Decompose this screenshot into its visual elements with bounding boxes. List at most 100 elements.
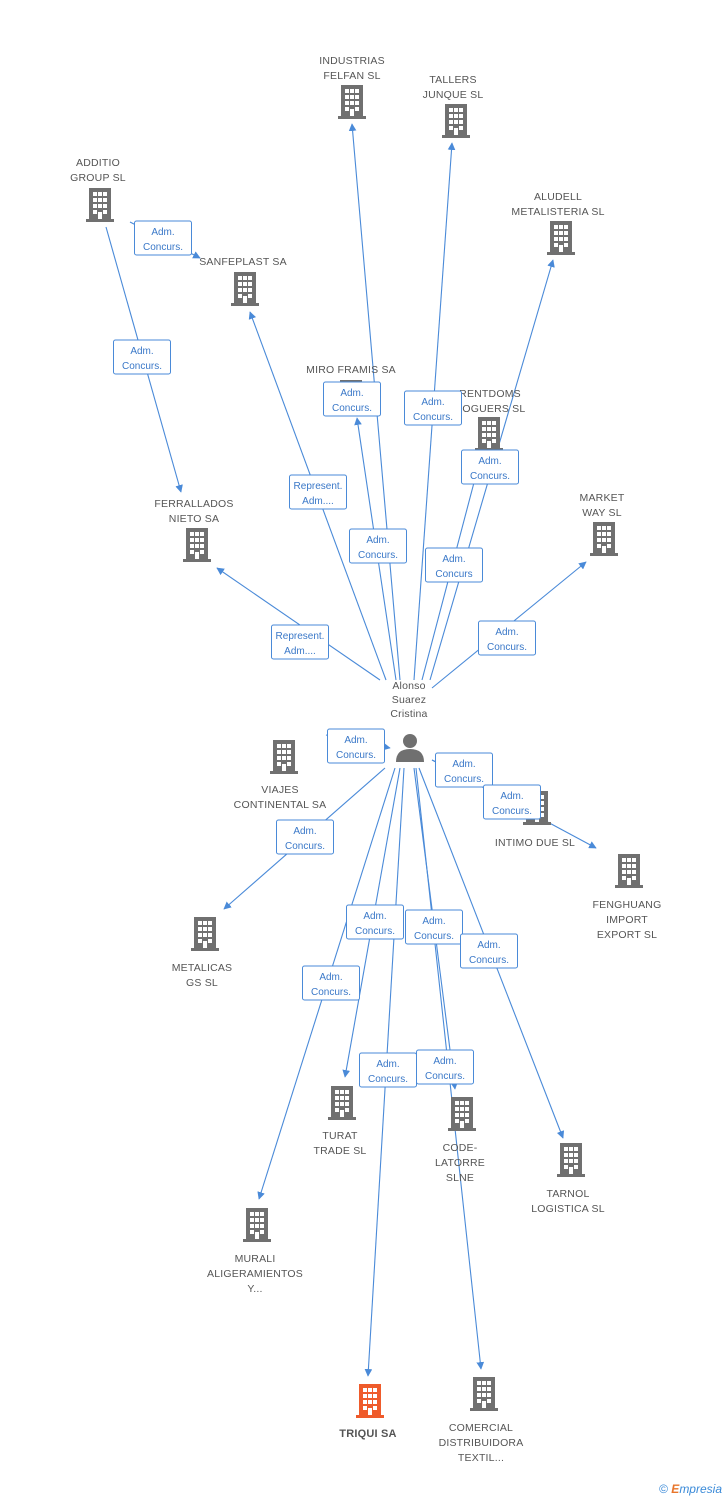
person-name[interactable]: Alonso — [392, 680, 425, 692]
edge-label-text[interactable]: Concurs. — [336, 750, 376, 761]
company-node-murali[interactable]: MURALIALIGERAMIENTOSY... — [207, 1208, 303, 1295]
edge-label-text[interactable]: Adm. — [433, 1056, 456, 1067]
edge-label-text[interactable]: Concurs. — [358, 550, 398, 561]
company-label[interactable]: DISTRIBUIDORA — [439, 1437, 524, 1449]
building-icon[interactable] — [338, 85, 366, 119]
edge-label-box[interactable] — [478, 620, 536, 656]
edge-label-text[interactable]: Concurs. — [425, 1071, 465, 1082]
building-icon[interactable] — [183, 528, 211, 562]
edge-label-text[interactable]: Concurs. — [469, 955, 509, 966]
edge-label-text[interactable]: Concurs. — [414, 931, 454, 942]
company-label[interactable]: MARKET — [580, 492, 625, 504]
edge-label-text[interactable]: Adm. — [452, 759, 475, 770]
company-label[interactable]: METALICAS — [172, 962, 233, 974]
building-icon[interactable] — [86, 188, 114, 222]
company-node-aludell[interactable]: ALUDELL METALISTERIA SL — [511, 191, 604, 255]
edge-label-text[interactable]: Adm.... — [284, 646, 316, 657]
edge-label-text[interactable]: Concurs. — [413, 412, 453, 423]
person-name[interactable]: Suarez — [392, 694, 426, 706]
building-icon[interactable] — [243, 1208, 271, 1242]
edge-label-8[interactable]: Represent. Adm.... — [271, 624, 329, 660]
edge-label-text[interactable]: Concurs. — [122, 361, 162, 372]
edge-label-2[interactable]: Adm.Concurs. — [404, 390, 462, 426]
company-node-rentdoms[interactable]: RENTDOMS NOGUERS SL — [455, 388, 526, 451]
building-icon[interactable] — [475, 417, 503, 451]
company-label[interactable]: GROUP SL — [70, 172, 126, 184]
edge-label-box[interactable] — [271, 624, 329, 660]
edge-label-14[interactable]: Adm. Concurs. — [346, 904, 404, 940]
edge-label-text[interactable]: Concurs. — [311, 987, 351, 998]
company-label[interactable]: TARNOL — [546, 1188, 589, 1200]
edge-label-text[interactable]: Adm. — [340, 388, 363, 399]
building-icon[interactable] — [270, 740, 298, 774]
company-label[interactable]: FELFAN SL — [323, 70, 380, 82]
company-label[interactable]: NOGUERS SL — [455, 403, 526, 415]
building-icon[interactable] — [448, 1097, 476, 1131]
edge-label-17[interactable]: Adm.Concurs. — [302, 965, 360, 1001]
company-label[interactable]: ALIGERAMIENTOS — [207, 1268, 303, 1280]
company-label[interactable]: METALISTERIA SL — [511, 206, 604, 218]
edge-label-text[interactable]: Adm. — [130, 346, 153, 357]
edge-label-text[interactable]: Concurs. — [143, 242, 183, 253]
edge-label-box[interactable] — [346, 904, 404, 940]
edge-label-box[interactable] — [134, 220, 192, 256]
company-label[interactable]: LOGISTICA SL — [531, 1203, 605, 1215]
edge-label-3[interactable]: Adm.Concurs. — [461, 449, 519, 485]
edge-label-text[interactable]: Adm. — [422, 916, 445, 927]
edge-label-text[interactable]: Adm. — [495, 627, 518, 638]
edge-label-text[interactable]: Concurs. — [332, 403, 372, 414]
company-label[interactable]: ALUDELL — [534, 191, 582, 203]
company-label[interactable]: RENTDOMS — [459, 388, 521, 400]
company-label[interactable]: JUNQUE SL — [423, 89, 484, 101]
edge-label-19[interactable]: Adm. Concurs. — [416, 1049, 474, 1085]
edge-label-text[interactable]: Concurs. — [470, 471, 510, 482]
company-label[interactable]: INDUSTRIAS — [319, 55, 385, 67]
edge-label-box[interactable] — [483, 784, 541, 820]
edge-label-12[interactable]: Adm.Concurs. — [483, 784, 541, 820]
edge-label-13[interactable]: Adm.Concurs. — [276, 819, 334, 855]
company-label[interactable]: INTIMO DUE SL — [495, 837, 575, 849]
edge-label-text[interactable]: Concurs. — [355, 926, 395, 937]
edge-label-4[interactable]: Adm.Concurs. — [349, 528, 407, 564]
edge-label-9[interactable]: Adm. Concurs. — [478, 620, 536, 656]
company-label[interactable]: MIRO FRAMIS SA — [306, 364, 396, 376]
company-node-tallers[interactable]: TALLERS JUNQUE SL — [423, 74, 484, 138]
edge-label-box[interactable] — [276, 819, 334, 855]
edge-label-box[interactable] — [289, 474, 347, 510]
edge-label-text[interactable]: Concurs. — [368, 1074, 408, 1085]
edge-label-1[interactable]: Adm. Concurs. — [323, 381, 381, 417]
edge-label-text[interactable]: Concurs. — [444, 774, 484, 785]
company-label[interactable]: GS SL — [186, 977, 218, 989]
edge-label-box[interactable] — [349, 528, 407, 564]
company-label[interactable]: MURALI — [235, 1253, 276, 1265]
edge-label-text[interactable]: Represent. — [276, 631, 325, 642]
edge-label-text[interactable]: Adm. — [477, 940, 500, 951]
edge-label-10[interactable]: Adm.Concurs. — [327, 728, 385, 764]
edge-label-text[interactable]: Concurs. — [285, 841, 325, 852]
edge-label-text[interactable]: Represent. — [294, 481, 343, 492]
company-label[interactable]: TALLERS — [429, 74, 476, 86]
edge-label-text[interactable]: Concurs. — [487, 642, 527, 653]
person-icon[interactable] — [396, 734, 424, 762]
edge-label-text[interactable]: Adm. — [500, 791, 523, 802]
company-label[interactable]: VIAJES — [261, 784, 298, 796]
building-icon[interactable] — [470, 1377, 498, 1411]
building-icon[interactable] — [231, 272, 259, 306]
edge-label-box[interactable] — [327, 728, 385, 764]
edge-label-text[interactable]: Adm. — [363, 911, 386, 922]
company-label[interactable]: LATORRE — [435, 1157, 485, 1169]
edge-label-box[interactable] — [416, 1049, 474, 1085]
edge-label-15[interactable]: Adm. Concurs. — [405, 909, 463, 945]
company-label[interactable]: TRIQUI SA — [339, 1428, 396, 1440]
edge-label-6[interactable]: Adm.Concurs — [425, 547, 483, 583]
building-icon[interactable] — [442, 104, 470, 138]
company-label[interactable]: COMERCIAL — [449, 1422, 513, 1434]
company-label[interactable]: EXPORT SL — [597, 929, 657, 941]
